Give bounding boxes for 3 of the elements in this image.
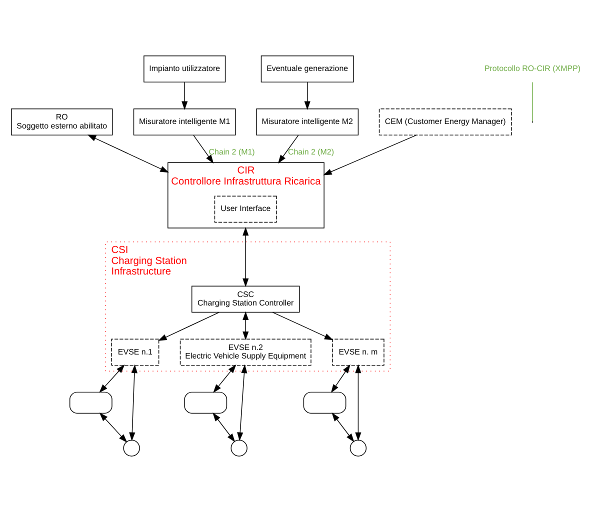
edge-label: Chain 2 (M1) bbox=[208, 147, 255, 156]
node-text: Protocollo RO-CIR (XMPP) bbox=[484, 64, 581, 73]
edge-label: Chain 2 (M2) bbox=[288, 147, 334, 156]
